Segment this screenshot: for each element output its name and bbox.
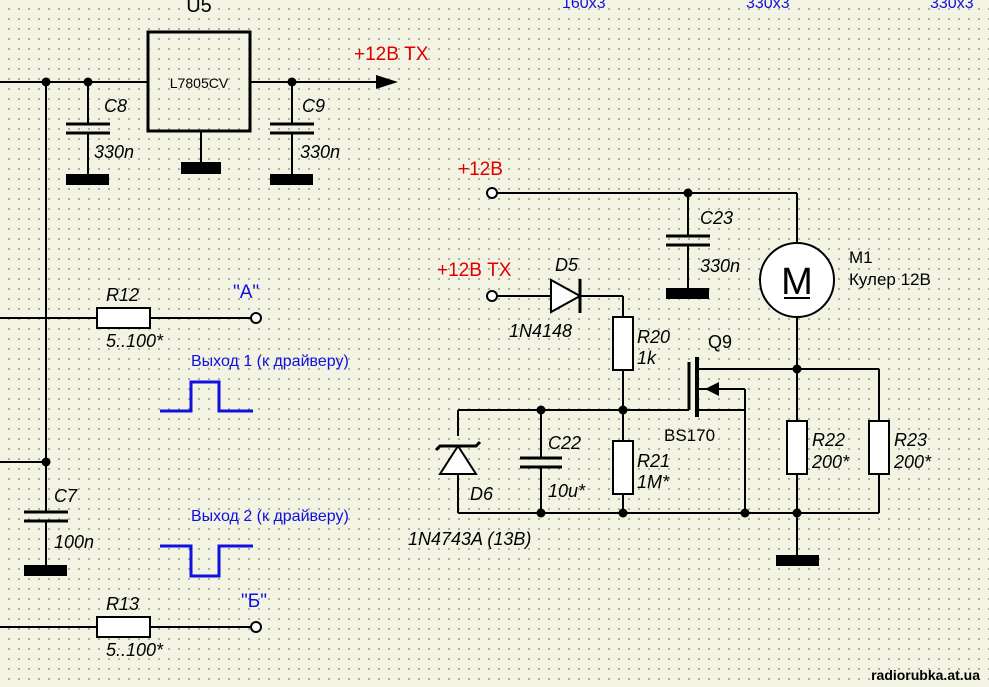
watermark: radiorubka.at.ua	[871, 667, 980, 683]
output-b-label: "Б"	[241, 591, 267, 612]
top-cut-label-3: 330x3	[930, 0, 974, 12]
output1-caption: Выход 1 (к драйверу)	[191, 353, 349, 370]
capacitor-c8[interactable]	[66, 82, 110, 185]
v12-label: +12В	[458, 159, 503, 180]
resistor-r22[interactable]	[786, 420, 808, 475]
output-arrow	[376, 75, 398, 89]
mosfet-q9[interactable]	[687, 357, 797, 513]
c8-value: 330n	[94, 142, 134, 162]
r22-value: 200*	[811, 452, 850, 472]
negative-pulse-waveform	[160, 544, 253, 578]
r20-ref: R20	[637, 327, 670, 347]
junction-dot	[618, 508, 628, 518]
tx-input-label: +12В ТХ	[437, 260, 512, 281]
d5-ref: D5	[555, 255, 579, 275]
capacitor-c22[interactable]	[520, 410, 562, 513]
junction-dot	[740, 508, 750, 518]
c9-value: 330n	[300, 142, 340, 162]
capacitor-c23[interactable]	[666, 193, 710, 299]
capacitor-c9[interactable]	[270, 82, 314, 185]
r23-value: 200*	[893, 452, 932, 472]
d6-ref: D6	[470, 484, 494, 504]
d6-part: 1N4743A (13B)	[408, 529, 531, 549]
r13-ref: R13	[106, 594, 139, 614]
motor-ref: M1	[849, 248, 873, 267]
positive-pulse-waveform	[160, 380, 253, 413]
c7-value: 100n	[54, 532, 94, 552]
top-cut-label-2: 330x3	[746, 0, 790, 12]
junction-dot	[41, 77, 51, 87]
c9-ref: C9	[302, 96, 325, 116]
diode-d6-zener[interactable]	[434, 440, 482, 475]
junction-dot	[792, 508, 802, 518]
c22-ref: C22	[548, 433, 581, 453]
diode-d5[interactable]	[550, 278, 583, 314]
resistor-r13[interactable]	[96, 616, 151, 638]
left-wiring	[0, 81, 252, 628]
regulator-ref: U5	[186, 0, 212, 17]
output-a-terminal[interactable]	[250, 312, 262, 324]
resistor-r21[interactable]	[612, 440, 634, 495]
d5-part: 1N4148	[509, 321, 572, 341]
tx-output-label: +12В ТХ	[354, 44, 429, 65]
c22-value: 10u*	[548, 481, 586, 501]
output-b-terminal[interactable]	[250, 621, 262, 633]
r12-value: 5..100*	[106, 331, 164, 351]
motor-symbol: M	[781, 261, 813, 303]
c23-ref: C23	[700, 208, 733, 228]
regulator-u5[interactable]	[146, 30, 252, 174]
r23-ref: R23	[894, 430, 927, 450]
junction-dot	[618, 405, 628, 415]
resistor-r12[interactable]	[96, 307, 151, 329]
q9-ref: Q9	[708, 332, 732, 352]
regulator-part: L7805CV	[170, 75, 229, 91]
resistor-r20[interactable]	[612, 316, 634, 371]
r20-value: 1k	[637, 348, 657, 368]
r21-ref: R21	[637, 451, 670, 471]
q9-part: BS170	[664, 426, 715, 445]
c7-ref: C7	[54, 486, 78, 506]
v12-terminal[interactable]	[486, 187, 498, 199]
output-a-label: "А"	[233, 282, 259, 303]
output2-caption: Выход 2 (к драйверу)	[191, 508, 349, 525]
r21-value: 1M*	[637, 472, 670, 492]
tx-input-terminal[interactable]	[486, 290, 498, 302]
c8-ref: C8	[104, 96, 127, 116]
resistor-r23[interactable]	[868, 420, 890, 475]
capacitor-c7[interactable]	[24, 462, 68, 576]
r22-ref: R22	[812, 430, 845, 450]
r13-value: 5..100*	[106, 640, 164, 660]
motor-desc: Кулер 12В	[849, 270, 931, 289]
ground-symbol	[776, 555, 819, 566]
junction-dot	[536, 508, 546, 518]
c23-value: 330n	[700, 256, 740, 276]
top-cut-label-1: 160x3	[562, 0, 606, 12]
r12-ref: R12	[106, 285, 139, 305]
